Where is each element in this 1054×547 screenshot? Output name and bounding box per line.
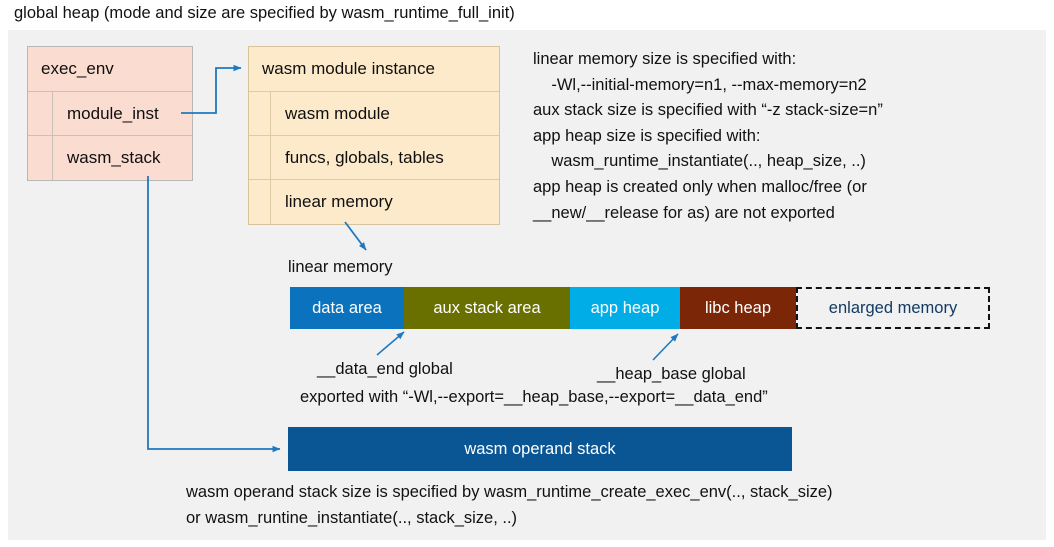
memory-segment-enlarged-memory: enlarged memory bbox=[796, 287, 990, 329]
module-instance-field-label: linear memory bbox=[285, 192, 393, 211]
annotation-exported-with: exported with “-Wl,--export=__heap_base,… bbox=[300, 388, 768, 406]
indent-gutter bbox=[249, 136, 271, 179]
wasm-operand-stack-bar: wasm operand stack bbox=[288, 427, 792, 471]
exec-env-field-wasm-stack: wasm_stack bbox=[28, 136, 192, 180]
right-note-block: linear memory size is specified with: -W… bbox=[533, 50, 883, 222]
exec-env-field-label: wasm_stack bbox=[67, 148, 161, 167]
indent-gutter bbox=[249, 92, 271, 135]
exec-env-box: exec_env module_inst wasm_stack bbox=[27, 46, 193, 181]
linear-memory-label: linear memory bbox=[288, 258, 393, 276]
module-instance-field-label: wasm module bbox=[285, 103, 390, 123]
module-instance-field-label: funcs, globals, tables bbox=[285, 147, 444, 167]
indent-gutter bbox=[28, 92, 53, 135]
memory-segment-data-area: data area bbox=[290, 287, 404, 329]
module-instance-box: wasm module instance wasm module funcs, … bbox=[248, 46, 500, 225]
annotation-data-end: __data_end global bbox=[317, 360, 453, 378]
exec-env-title-row: exec_env bbox=[28, 47, 192, 92]
annotation-heap-base: __heap_base global bbox=[597, 365, 746, 383]
module-instance-title: wasm module instance bbox=[262, 59, 435, 78]
exec-env-field-label: module_inst bbox=[67, 103, 159, 123]
exec-env-title: exec_env bbox=[41, 59, 114, 78]
module-instance-title-row: wasm module instance bbox=[249, 47, 499, 92]
memory-segment-app-heap: app heap bbox=[570, 287, 680, 329]
page-title: global heap (mode and size are specified… bbox=[14, 4, 515, 22]
bottom-note-block: wasm operand stack size is specified by … bbox=[186, 483, 833, 527]
indent-gutter bbox=[28, 136, 53, 180]
memory-segment-libc-heap: libc heap bbox=[680, 287, 796, 329]
module-instance-field-linear-memory: linear memory bbox=[249, 180, 499, 224]
indent-gutter bbox=[249, 180, 271, 224]
memory-segment-aux-stack-area: aux stack area bbox=[404, 287, 570, 329]
exec-env-field-module-inst: module_inst bbox=[28, 92, 192, 136]
module-instance-field-funcs-globals-tables: funcs, globals, tables bbox=[249, 136, 499, 180]
module-instance-field-wasm-module: wasm module bbox=[249, 92, 499, 136]
